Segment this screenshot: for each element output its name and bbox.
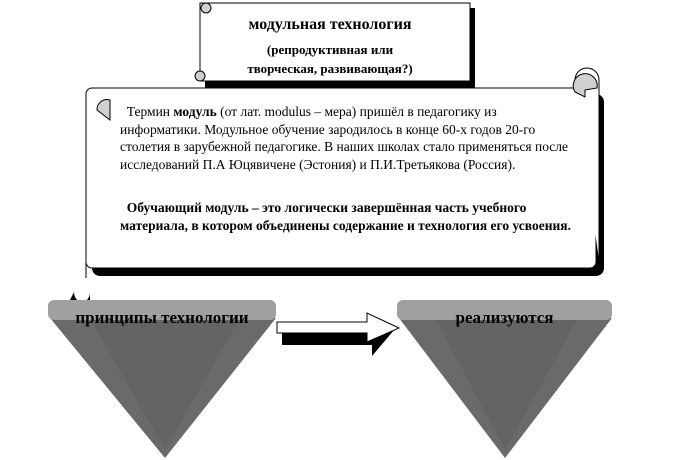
scroll-curl-icon — [200, 2, 212, 14]
definition-text: Обучающий модуль – это логически завершё… — [120, 200, 571, 233]
subtitle-line: творческая, развивающая?) — [247, 61, 413, 76]
definition-paragraph: Обучающий модуль – это логически завершё… — [120, 199, 580, 234]
scroll-curl-icon — [96, 99, 111, 122]
scroll-curl-icon — [194, 70, 206, 82]
intro-term: модуль — [173, 104, 217, 119]
header-subtitle: (репродуктивная или творческая, развиваю… — [200, 40, 460, 78]
left-cone — [48, 300, 276, 458]
intro-paragraph: Термин модуль (от лат. modulus – мера) п… — [120, 103, 580, 173]
intro-rest: (от лат. modulus – мера) пришёл в педаго… — [120, 104, 568, 172]
right-cone — [397, 300, 612, 458]
right-arrow-icon — [276, 312, 401, 356]
header-title: модульная технология — [248, 16, 412, 33]
main-scroll-shape — [70, 67, 604, 312]
header-scroll-shape — [194, 2, 475, 88]
intro-prefix: Термин — [126, 104, 174, 119]
right-cone-label: реализуются — [455, 308, 554, 327]
subtitle-line: (репродуктивная или — [266, 42, 394, 57]
scroll-curl-icon — [572, 73, 598, 98]
left-cone-label: принципы технологии — [75, 308, 249, 327]
